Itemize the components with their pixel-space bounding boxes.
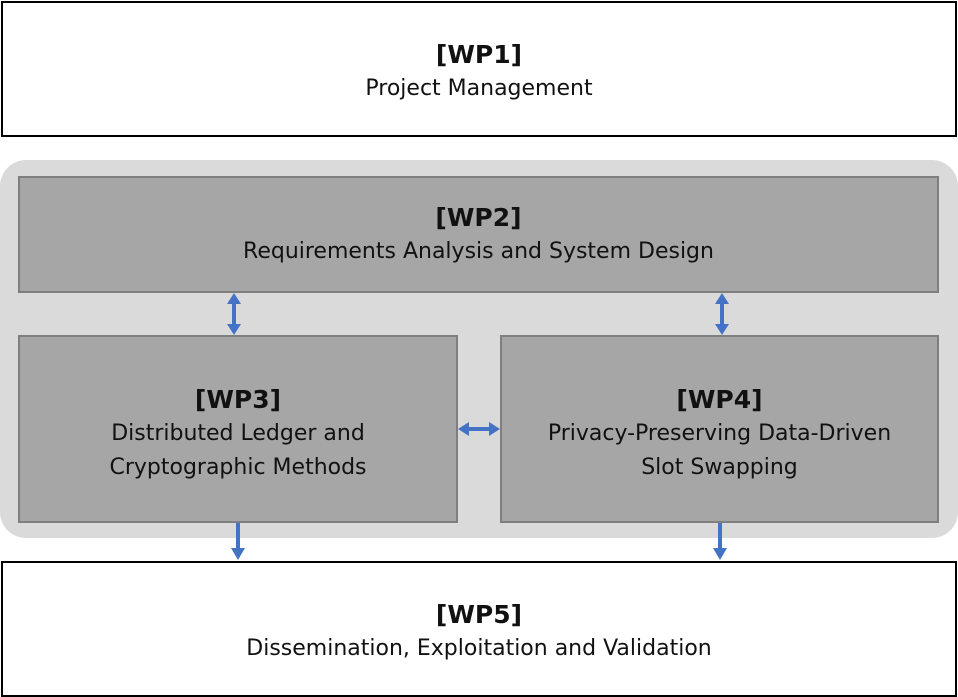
wp4-title-line2: Slot Swapping (641, 455, 798, 480)
wp4-id: [WP4] (676, 385, 763, 414)
wp3-box: [WP3] Distributed Ledger and Cryptograph… (18, 335, 458, 523)
wp4-box: [WP4] Privacy-Preserving Data-Driven Slo… (500, 335, 939, 523)
wp3-title-line2: Cryptographic Methods (109, 455, 367, 480)
wp5-id: [WP5] (435, 600, 523, 629)
wp2-id: [WP2] (435, 202, 522, 232)
wp3-title-line1: Distributed Ledger and (111, 421, 365, 446)
wp4-title-line1: Privacy-Preserving Data-Driven (547, 421, 892, 446)
wp1-title: Project Management (365, 76, 593, 101)
wp1-box: [WP1] Project Management (1, 1, 957, 137)
wp2-title: Requirements Analysis and System Design (243, 238, 714, 264)
wp1-id: [WP1] (435, 40, 523, 69)
wp5-title: Dissemination, Exploitation and Validati… (246, 636, 712, 661)
wp5-box: [WP5] Dissemination, Exploitation and Va… (1, 561, 957, 697)
wp2-box: [WP2] Requirements Analysis and System D… (18, 176, 939, 293)
wp3-id: [WP3] (194, 385, 282, 414)
